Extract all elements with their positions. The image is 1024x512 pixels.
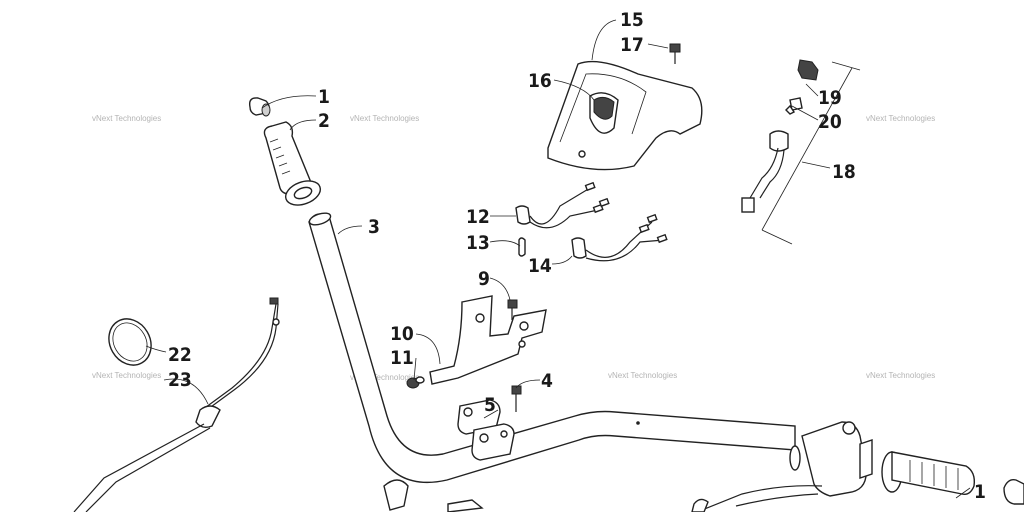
callout-1: 1 <box>318 86 330 108</box>
callout-3: 3 <box>368 216 380 238</box>
grip-left <box>263 121 322 206</box>
mounting-bracket <box>406 295 547 389</box>
watermark: vNext Technologies <box>350 114 419 123</box>
callout-10: 10 <box>390 323 414 345</box>
callout-1-right: 1 <box>974 481 986 503</box>
handlebar-end-cap-left <box>248 97 271 117</box>
handlebar <box>308 212 801 484</box>
watermark: vNext Technologies <box>866 114 935 123</box>
callout-16: 16 <box>528 70 552 92</box>
bolt-4 <box>511 385 522 412</box>
callout-2: 2 <box>318 110 330 132</box>
callout-5: 5 <box>484 394 496 416</box>
handlebar-cover <box>547 43 703 171</box>
switch-harness <box>515 181 668 262</box>
callout-17: 17 <box>620 34 644 56</box>
watermark: vNext Technologies <box>92 114 161 123</box>
callout-20: 20 <box>818 111 842 133</box>
grip-right <box>881 451 1024 505</box>
throttle-housing-right <box>691 421 873 512</box>
callout-9: 9 <box>478 268 490 290</box>
handlebar-clamps <box>383 399 515 512</box>
callout-14: 14 <box>528 255 552 277</box>
ignition-switch <box>741 59 861 245</box>
watermark: vNext Technologies <box>92 371 161 380</box>
callout-15: 15 <box>620 9 644 31</box>
callout-18: 18 <box>832 161 856 183</box>
callout-22: 22 <box>168 344 192 366</box>
watermark: vNext Technologies <box>608 371 677 380</box>
callout-12: 12 <box>466 206 490 228</box>
watermark: vNext Technologies <box>866 371 935 380</box>
throttle-cable <box>73 297 280 512</box>
callout-19: 19 <box>818 87 842 109</box>
leader-lines <box>145 19 971 499</box>
callout-4: 4 <box>541 370 553 392</box>
callouts: 1 2 3 4 5 9 10 11 12 13 14 15 16 17 18 1… <box>168 9 986 503</box>
watermark: vNext Technologies <box>350 373 419 382</box>
callout-13: 13 <box>466 232 490 254</box>
callout-11: 11 <box>390 347 414 369</box>
callout-23: 23 <box>168 369 192 391</box>
